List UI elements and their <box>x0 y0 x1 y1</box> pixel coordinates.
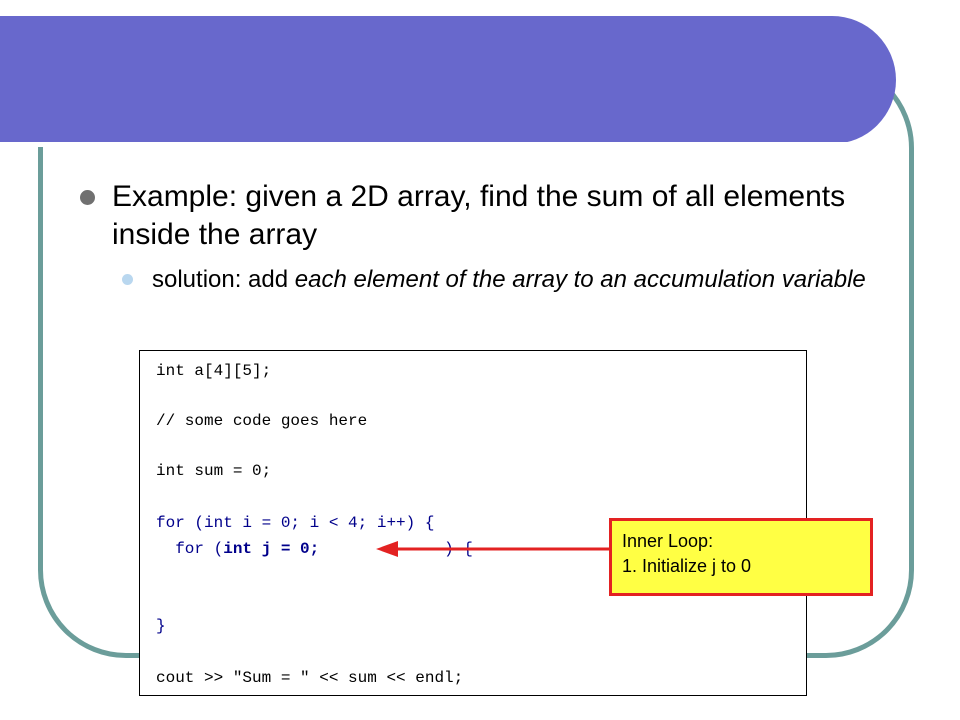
code-line: int a[4][5]; <box>156 362 272 380</box>
bullet-level2-emphasis: each element of the array to an accumula… <box>294 266 866 293</box>
callout-title: Inner Loop: <box>622 531 714 551</box>
code-line: cout >> "Sum = " << sum << endl; <box>156 669 464 687</box>
code-line: for (int i = 0; i < 4; i++) { <box>156 514 435 532</box>
title-banner <box>0 16 896 147</box>
sub-bullet-dot-icon <box>122 274 133 285</box>
code-line: // some code goes here <box>156 412 368 430</box>
bullet-level2: solution: add each element of the array … <box>122 264 900 295</box>
code-inner-loop-head: for ( <box>175 540 224 558</box>
code-line: } <box>156 617 166 635</box>
callout-step: 1. Initialize j to 0 <box>622 556 752 576</box>
bullet-level2-prefix: solution: add <box>152 266 295 293</box>
code-inner-loop-init: int j = 0; <box>223 540 320 558</box>
bullet-list: Example: given a 2D array, find the sum … <box>80 178 900 295</box>
arrow-head-icon <box>376 541 398 557</box>
bullet-dot-icon <box>80 190 95 205</box>
banner-rule <box>0 142 848 147</box>
bullet-level1: Example: given a 2D array, find the sum … <box>80 178 900 254</box>
bullet-level1-text: Example: given a 2D array, find the sum … <box>112 180 846 251</box>
code-line: int sum = 0; <box>156 462 272 480</box>
callout-box: Inner Loop: 1. Initialize j to 0 <box>609 518 873 596</box>
